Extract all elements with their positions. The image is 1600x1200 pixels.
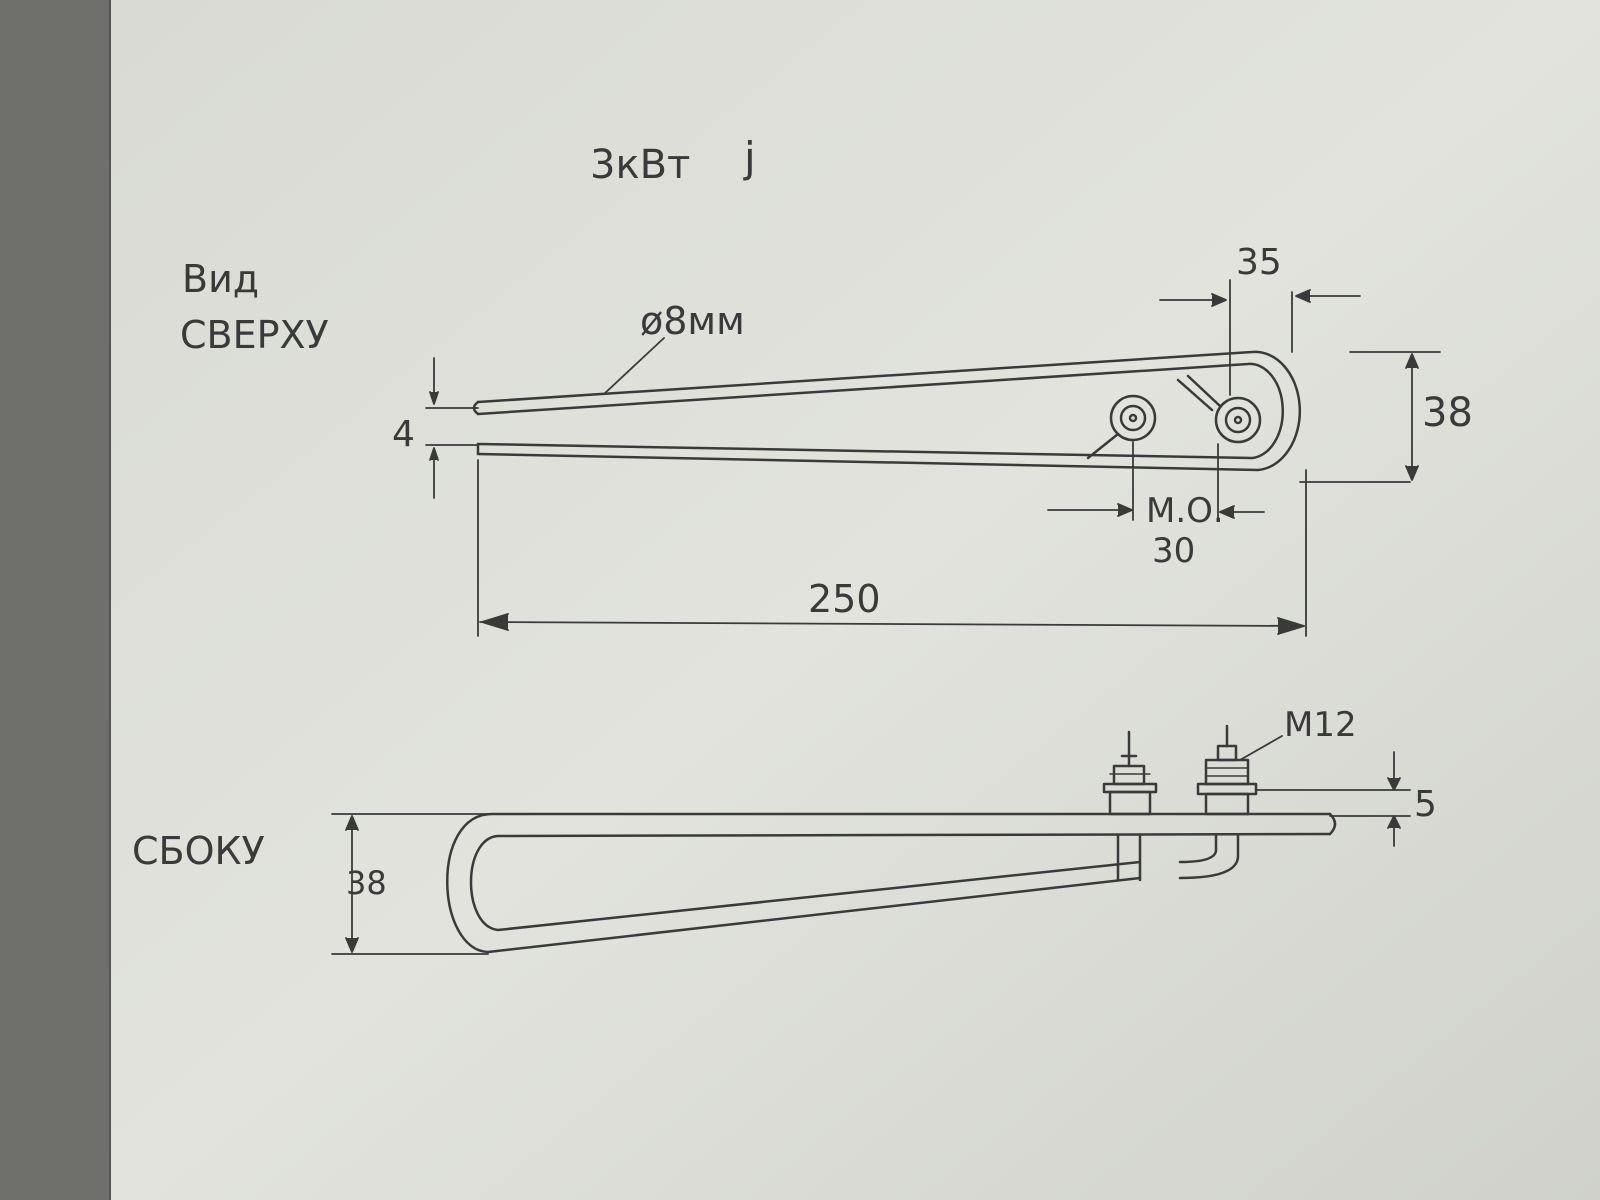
dim-center-distance-label-line2: 30 xyxy=(1152,531,1195,571)
dim-diameter-label: ø8мм xyxy=(640,299,745,343)
dim-terminal-offset-label: 35 xyxy=(1236,242,1282,283)
dim-gap-label: 4 xyxy=(392,414,415,455)
dim-width-top xyxy=(1299,351,1441,483)
dim-center-distance-label-line1: М.О. xyxy=(1146,491,1224,531)
terminal-right-side xyxy=(1178,724,1283,880)
terminal-left-side xyxy=(1102,730,1158,882)
leader-thread xyxy=(1239,735,1283,761)
power-mark: j xyxy=(743,133,756,182)
top-view-label-line2: СВЕРХУ xyxy=(180,313,329,357)
dim-length xyxy=(477,459,1307,637)
dim-terminal-offset xyxy=(1159,279,1361,396)
dim-protrusion-label: 5 xyxy=(1414,784,1437,825)
dim-center-distance xyxy=(1047,441,1265,521)
top-view-label-line1: Вид xyxy=(182,257,259,301)
dim-length-label: 250 xyxy=(808,577,881,621)
terminal-left-top xyxy=(1086,394,1157,460)
terminal-right-top xyxy=(1176,374,1262,444)
paper-sheet xyxy=(110,0,1600,1200)
leader-diameter xyxy=(603,337,665,395)
dim-protrusion xyxy=(1255,751,1411,847)
dim-width-top-label: 38 xyxy=(1422,390,1473,436)
power-label: 3кВт xyxy=(590,142,690,188)
dim-gap xyxy=(425,357,479,499)
side-view-label: СБОКУ xyxy=(132,829,265,873)
dim-height-side-label: 38 xyxy=(346,864,387,902)
dim-thread-label: М12 xyxy=(1284,705,1357,745)
dim-height-side xyxy=(331,813,491,955)
